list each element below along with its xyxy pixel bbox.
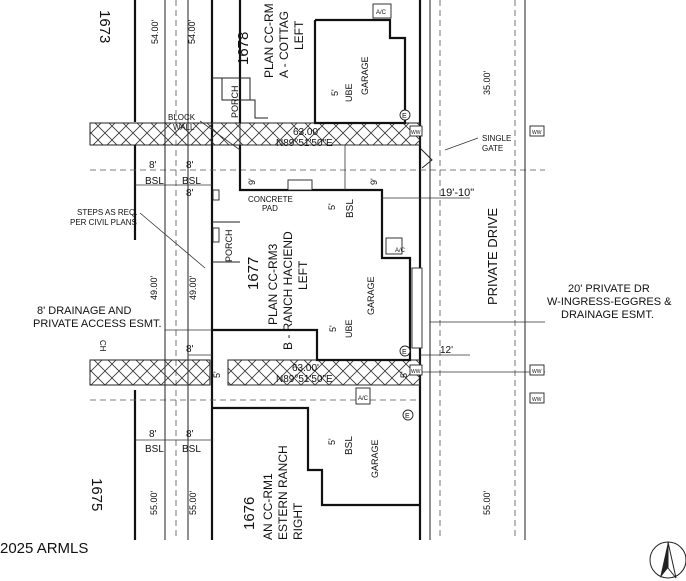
block-wall-line1: BLOCK	[168, 113, 196, 122]
dim-19-10: 19'-10"	[440, 187, 474, 199]
house-lot-1676	[212, 387, 420, 507]
dim-55-drive: 55.00'	[482, 490, 492, 515]
north-arrow-icon	[649, 541, 686, 579]
ww-3: WW	[411, 369, 421, 375]
plan-1677-line1: PLAN CC-RM3	[266, 243, 280, 325]
porch-label-1: PORCH	[230, 85, 240, 118]
single-gate-line1: SINGLE	[482, 134, 511, 143]
ww-1: WW	[411, 130, 421, 136]
plan-1676-line3: RIGHT	[291, 502, 305, 540]
garage-label-1: GARAGE	[360, 56, 370, 95]
bsl-br: BSL	[182, 444, 201, 455]
steps-note-line1: STEPS AS REQ.	[77, 208, 137, 217]
dim-35: 35.00'	[482, 70, 492, 95]
bsl-tr: BSL	[182, 176, 201, 187]
five-ft-1: 5'	[330, 89, 340, 96]
eight-ft-bl: 8'	[149, 429, 157, 440]
five-ft-4: 5'	[212, 371, 222, 378]
private-dr-line3: DRAINAGE ESMT.	[561, 309, 654, 321]
concrete-pad	[287, 179, 313, 191]
dim-54-left: 54.00'	[150, 19, 160, 44]
eight-ft-lower: 8'	[186, 344, 194, 355]
twelve-ft: 12'	[440, 345, 453, 356]
dim-49-right: 49.00'	[188, 275, 198, 300]
ww-2: WW	[532, 130, 542, 136]
nine-ft-right: 9'	[369, 178, 379, 185]
bsl-bl: BSL	[145, 444, 164, 455]
garage-label-3: GARAGE	[370, 439, 380, 478]
concrete-pad-line1: CONCRETE	[248, 195, 293, 204]
private-dr-line2: W-INGRESS-EGGRES &	[547, 296, 672, 308]
utility-markers	[399, 109, 545, 421]
five-ft-5: 5'	[399, 371, 409, 378]
plan-1678-line2: A - COTTAG	[277, 11, 291, 78]
eight-ft-br: 8'	[186, 429, 194, 440]
five-ft-6: 5'	[327, 438, 337, 445]
lot-number-1675: 1675	[88, 478, 105, 511]
private-dr-line1: 20' PRIVATE DR	[568, 283, 650, 295]
dim-63-top: 63.00'	[293, 127, 320, 138]
dim-55-right: 55.00'	[188, 490, 198, 515]
plan-1678-line1: PLAN CC-RM	[262, 3, 276, 78]
bsl-3: BSL	[344, 436, 355, 455]
five-ft-3: 5'	[328, 325, 338, 332]
nine-ft-left: 9'	[247, 178, 257, 185]
ch-label: CH	[98, 340, 107, 352]
bsl-2: BSL	[345, 199, 356, 218]
ac-label-2: A/C	[395, 248, 406, 254]
dimension-lines	[135, 120, 545, 441]
porch-label-2: PORCH	[224, 229, 234, 262]
plan-1677-line3: LEFT	[296, 260, 310, 290]
dim-55-left: 55.00'	[149, 490, 159, 515]
e-marker-2: E	[402, 349, 407, 356]
house-lot-1677	[212, 145, 423, 362]
garage-label-2: GARAGE	[366, 276, 376, 315]
concrete-pad-line2: PAD	[262, 204, 278, 213]
bearing-top: N89°51'50"E	[276, 138, 333, 149]
ac-unit-3	[355, 387, 371, 405]
bearing-bottom: N89°51'50"E	[276, 374, 333, 385]
e-marker-3: E	[405, 413, 410, 420]
block-wall-line2: WALL	[173, 123, 195, 132]
eight-ft-tl: 8'	[149, 160, 157, 171]
five-ft-2: 5'	[327, 203, 337, 210]
plan-1676-line1: AN CC-RM1	[261, 473, 275, 540]
dim-54-right: 54.00'	[187, 19, 197, 44]
ube-label-2: UBE	[344, 319, 354, 338]
drainage-note-line1: 8' DRAINAGE AND	[37, 305, 131, 317]
copyright-watermark: 2025 ARMLS	[0, 540, 89, 557]
private-drive	[429, 0, 526, 540]
ube-label-1: UBE	[344, 83, 354, 102]
house-lot-1678	[212, 0, 407, 125]
ac-label-3: A/C	[358, 396, 369, 402]
eight-ft-mid: 8'	[186, 188, 194, 199]
lot-number-1676: 1676	[241, 497, 258, 530]
dim-49-left: 49.00'	[149, 275, 159, 300]
lot-number-1673: 1673	[96, 10, 113, 43]
lot-number-1678: 1678	[235, 32, 252, 65]
ac-unit-2	[385, 237, 403, 255]
ac-label-1: A/C	[376, 10, 387, 16]
steps-note-line2: PER CIVIL PLANS	[70, 218, 137, 227]
private-drive-label: PRIVATE DRIVE	[485, 208, 500, 305]
ww-5: WW	[532, 397, 542, 403]
drainage-note-line2: PRIVATE ACCESS ESMT.	[33, 318, 162, 330]
single-gate-line2: GATE	[482, 144, 503, 153]
lot-boundaries	[90, 0, 545, 540]
eight-ft-tr: 8'	[186, 160, 194, 171]
lot-number-1677: 1677	[245, 257, 262, 290]
plan-1678-line3: LEFT	[292, 20, 306, 50]
plan-1677-line2: B - RANCH HACIEND	[281, 231, 295, 350]
dim-63-bottom: 63.00'	[292, 363, 319, 374]
e-marker-1: E	[402, 113, 407, 120]
plan-1676-line2: ESTERN RANCH	[276, 445, 290, 540]
easement-hatch-strips	[89, 122, 421, 386]
ww-4: WW	[532, 369, 542, 375]
single-gate-symbol	[419, 147, 433, 169]
bsl-tl: BSL	[145, 176, 164, 187]
ac-unit-1	[372, 3, 392, 19]
